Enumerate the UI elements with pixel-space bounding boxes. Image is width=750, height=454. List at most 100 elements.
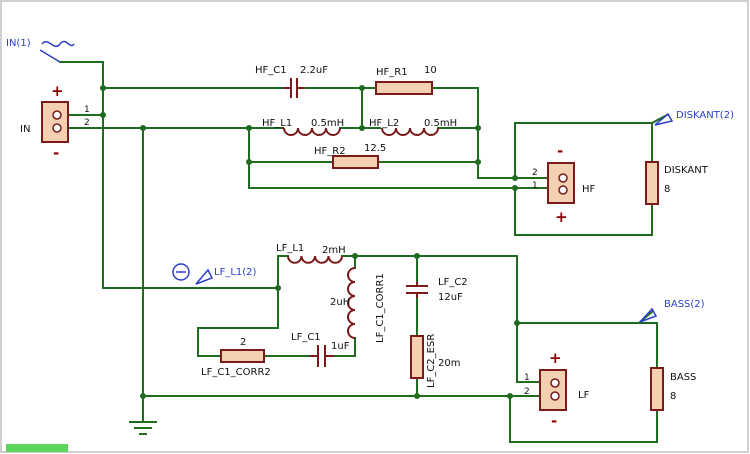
wire-corr2-loop <box>197 287 279 357</box>
inductor-hf-l2[interactable]: HF_L2 0.5mH <box>369 118 457 136</box>
connector-hf-pin2-icon <box>558 173 568 183</box>
connector-lf-pin1: 1 <box>524 373 530 383</box>
hf-r2-value: 12.5 <box>364 143 386 154</box>
lf-l1-name: LF_L1 <box>276 243 304 254</box>
resistor-body-icon <box>220 349 265 363</box>
probe-bass-label: BASS(2) <box>664 299 705 310</box>
connector-lf[interactable]: + - 1 2 LF <box>524 349 590 430</box>
probe-diskant-label: DISKANT(2) <box>676 110 734 121</box>
wire-hf-return <box>248 127 516 189</box>
hf-r1-name: HF_R1 <box>376 67 408 78</box>
probe-diskant[interactable]: DISKANT(2) <box>654 110 734 126</box>
capacitor-lf-c2[interactable]: LF_C2 12uF <box>406 277 468 303</box>
connector-lf-plus: + <box>549 349 562 367</box>
junction-dot <box>512 185 518 191</box>
junction-dot <box>475 159 481 165</box>
connector-in-body <box>41 101 69 143</box>
lf-c1-corr2-value: 2 <box>240 337 246 348</box>
lf-c1-corr1-name: LF_C1_CORR1 <box>375 273 386 343</box>
connector-lf-body <box>539 369 567 411</box>
junction-dot <box>512 175 518 181</box>
connector-in-pin1-icon <box>52 110 62 120</box>
connector-hf[interactable]: - + 2 1 HF <box>532 142 596 226</box>
probe-bass[interactable]: BASS(2) <box>639 299 705 323</box>
wire-hf-box-bottom <box>514 187 653 236</box>
connector-lf-pin2: 2 <box>524 387 530 397</box>
wire-bass-bottom <box>509 395 658 443</box>
hf-l1-value: 0.5mH <box>311 118 344 129</box>
lf-c1-corr2-name: LF_C1_CORR2 <box>201 367 271 378</box>
wire-in-probe-to-lf <box>59 61 279 289</box>
resistor-hf-r2[interactable]: HF_R2 12.5 <box>314 143 386 169</box>
probe-in[interactable]: IN(1) <box>6 38 75 63</box>
wire-hf-box-top <box>514 122 653 179</box>
wire-lf-top <box>341 255 541 383</box>
ammeter-probe-icon <box>172 263 190 281</box>
junction-dot <box>359 125 365 131</box>
resistor-lf-c2-esr[interactable]: LF_C2_ESR 20m <box>410 334 460 388</box>
resistor-hf-r1[interactable]: HF_R1 10 <box>375 65 437 95</box>
junction-dot <box>100 112 106 118</box>
connector-in[interactable]: + - 1 2 IN <box>20 82 90 162</box>
junction-dot <box>140 393 146 399</box>
status-strip <box>6 444 68 452</box>
inductor-coil-icon <box>347 267 356 339</box>
hf-l2-value: 0.5mH <box>424 118 457 129</box>
inductor-coil-icon <box>287 255 343 264</box>
inductor-lf-c1-corr1[interactable]: 2uH LF_C1_CORR1 <box>330 267 386 343</box>
probe-bass-arrow-icon <box>639 307 658 323</box>
probe-in-label: IN(1) <box>6 38 31 49</box>
junction-dot <box>514 320 520 326</box>
diskant-name: DISKANT <box>664 165 709 176</box>
junction-dot <box>475 125 481 131</box>
wires <box>59 61 669 443</box>
probe-lf-l1[interactable]: LF_L1(2) <box>172 263 257 285</box>
inductor-lf-l1[interactable]: LF_L1 2mH <box>276 243 346 264</box>
junction-dot <box>246 159 252 165</box>
connector-hf-pin1: 1 <box>532 181 538 191</box>
junction-dots <box>100 85 520 399</box>
hf-l2-name: HF_L2 <box>369 118 399 129</box>
lf-l1-value: 2mH <box>322 245 346 256</box>
lf-c2-esr-value: 20m <box>438 358 460 369</box>
lf-c2-name: LF_C2 <box>438 277 468 288</box>
connector-hf-pin1-icon <box>558 185 568 195</box>
connector-lf-label: LF <box>578 390 590 401</box>
wire-lfl1-left <box>277 255 289 289</box>
resistor-body-icon <box>375 81 433 95</box>
connector-hf-minus: - <box>557 142 563 160</box>
connector-in-pin2: 2 <box>84 118 90 128</box>
wire-bass-top <box>516 322 658 369</box>
resistor-bass[interactable]: BASS 8 <box>650 367 696 411</box>
resistor-diskant[interactable]: DISKANT 8 <box>645 161 709 205</box>
lf-c1-name: LF_C1 <box>291 332 321 343</box>
junction-dot <box>140 125 146 131</box>
connector-lf-pin1-icon <box>550 378 560 388</box>
bass-value: 8 <box>670 391 676 402</box>
hf-l1-name: HF_L1 <box>262 118 292 129</box>
hf-c1-name: HF_C1 <box>255 65 287 76</box>
probe-lf-l1-arrow-icon <box>195 268 214 285</box>
connector-hf-pin2: 2 <box>532 168 538 178</box>
connector-hf-label: HF <box>582 184 596 195</box>
inductor-coil-icon <box>283 127 341 136</box>
hf-c1-value: 2.2uF <box>300 65 328 76</box>
connector-in-pin2-icon <box>52 123 62 133</box>
diskant-value: 8 <box>664 184 670 195</box>
junction-dot <box>507 393 513 399</box>
junction-dot <box>359 85 365 91</box>
capacitor-lf-c1[interactable]: LF_C1 1uF <box>291 332 350 367</box>
junction-dot <box>100 85 106 91</box>
resistor-body-icon <box>410 335 424 379</box>
junction-dot <box>275 285 281 291</box>
resistor-body-icon <box>650 367 664 411</box>
capacitor-hf-c1[interactable]: HF_C1 2.2uF <box>255 65 328 98</box>
inductor-hf-l1[interactable]: HF_L1 0.5mH <box>262 118 344 136</box>
probe-in-arrow-icon <box>39 49 61 63</box>
resistor-lf-c1-corr2[interactable]: 2 LF_C1_CORR2 <box>201 337 271 378</box>
connector-lf-pin2-icon <box>550 391 560 401</box>
connector-in-minus: - <box>53 144 59 162</box>
